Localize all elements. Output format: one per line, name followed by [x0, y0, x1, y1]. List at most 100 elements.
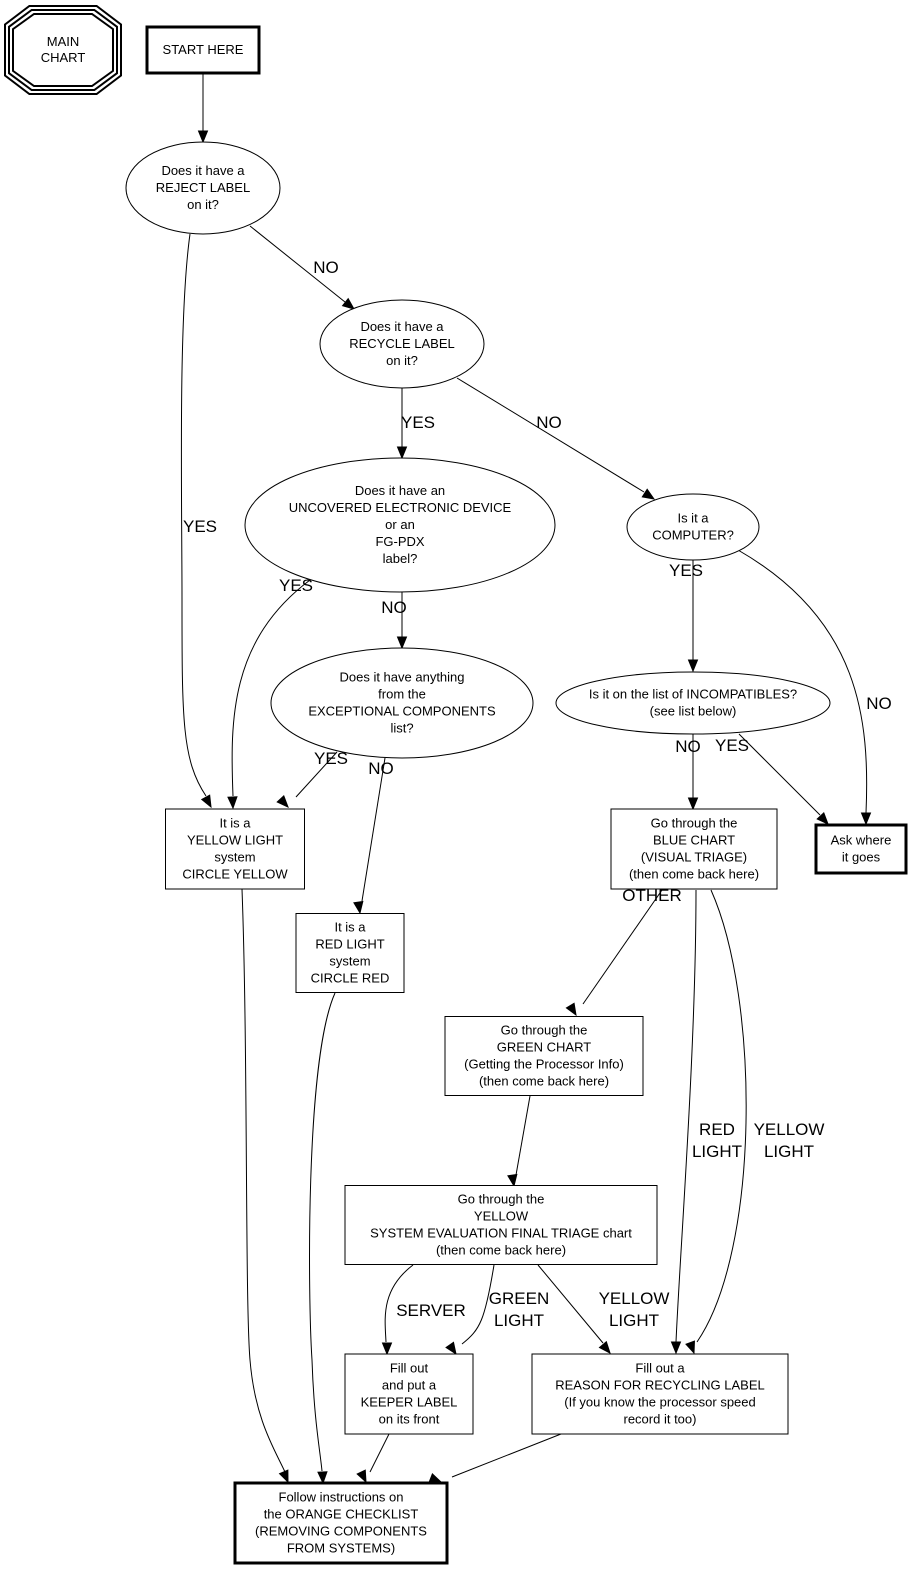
edge-computer-to-incompatibles	[687, 560, 699, 673]
edge-label: NO	[368, 759, 394, 778]
arrowhead-icon	[860, 812, 872, 826]
node-text-line: it goes	[842, 850, 881, 865]
node-text-line: Follow instructions on	[279, 1490, 404, 1505]
node-text-line: Go through the	[458, 1192, 545, 1207]
edge-label-line: RED	[699, 1120, 735, 1139]
edge-label-line: YES	[669, 561, 703, 580]
edge-label-line: NO	[313, 258, 339, 277]
edge-line	[537, 1264, 604, 1344]
node-text-line: Is it on the list of INCOMPATIBLES?	[589, 687, 797, 702]
node-text-line: record it too)	[624, 1412, 697, 1427]
node-text-line: (then come back here)	[479, 1074, 609, 1089]
edge-uncovered-to-exceptional	[396, 592, 408, 650]
node-text-line: list?	[390, 721, 413, 736]
edge-label: OTHER	[622, 886, 682, 905]
node-text-line: Does it have a	[360, 319, 444, 334]
node-text-line: (REMOVING COMPONENTS	[255, 1524, 427, 1539]
arrowhead-icon	[200, 794, 212, 809]
node-text-line: (Getting the Processor Info)	[464, 1057, 624, 1072]
edges-layer	[180, 74, 872, 1485]
edge-line	[369, 1433, 390, 1473]
edge-label: NO	[381, 598, 407, 617]
node-text-line: REJECT LABEL	[156, 180, 250, 195]
arrowhead-icon	[641, 488, 656, 500]
edge-yellow-chart-to-keeper	[381, 1264, 414, 1356]
node-box	[444, 1016, 644, 1096]
arrowhead-icon	[598, 1340, 611, 1355]
arrowhead-icon	[687, 659, 699, 673]
decision-ellipse	[319, 299, 485, 389]
edge-recycle-to-uncovered	[396, 388, 408, 460]
edge-blue-chart-to-green-chart	[565, 889, 663, 1017]
node-text-line: Is it a	[677, 511, 709, 526]
edge-keeper-to-orange	[356, 1433, 390, 1484]
edge-incompatibles-to-blue-chart	[687, 734, 699, 811]
arrowhead-icon	[356, 1469, 367, 1484]
node-box	[233, 1481, 449, 1565]
arrowhead-icon	[507, 1173, 518, 1188]
node-text-line: START HERE	[163, 42, 244, 57]
node-text-line: (then come back here)	[436, 1243, 566, 1258]
edge-label: YES	[279, 576, 313, 595]
edge-label-line: YES	[279, 576, 313, 595]
arrowhead-icon	[353, 900, 364, 915]
node-text-line: CIRCLE YELLOW	[182, 867, 288, 882]
edge-recycle-to-computer	[456, 377, 656, 500]
edge-label: YES	[183, 517, 217, 536]
edge-yellow-light-to-orange	[241, 888, 289, 1484]
node-text-line: CIRCLE RED	[311, 971, 390, 986]
edge-line	[456, 377, 645, 493]
node-incompatibles[interactable]: Is it on the list of INCOMPATIBLES?(see …	[555, 671, 831, 735]
node-text-line: (then come back here)	[629, 867, 759, 882]
edge-label-line: SERVER	[396, 1301, 466, 1320]
node-text-line: (VISUAL TRIAGE)	[641, 850, 747, 865]
edge-start-to-reject	[197, 74, 209, 144]
node-text-line: Fill out a	[635, 1361, 685, 1376]
edge-label: YES	[715, 736, 749, 755]
edge-label-line: YES	[183, 517, 217, 536]
node-text-line: YELLOW LIGHT	[187, 833, 283, 848]
arrowhead-icon	[445, 1341, 457, 1356]
node-text-line: RECYCLE LABEL	[349, 336, 455, 351]
arrowhead-icon	[396, 446, 408, 460]
octagon-border	[8, 9, 118, 91]
node-start[interactable]: START HERE	[145, 25, 261, 75]
edge-line	[451, 1433, 562, 1478]
edge-red-light-to-orange	[309, 992, 336, 1485]
node-box	[344, 1185, 658, 1265]
arrowhead-icon	[317, 1471, 328, 1485]
edge-label: YES	[669, 561, 703, 580]
node-ask[interactable]: Ask where it goes	[814, 823, 908, 875]
node-text-line: Ask where	[831, 833, 892, 848]
node-box	[531, 1353, 789, 1435]
edge-label-line: YES	[401, 413, 435, 432]
node-text-line: system	[329, 954, 370, 969]
edge-blue-chart-to-reason	[670, 889, 697, 1355]
edge-incompatibles-to-ask	[738, 733, 829, 825]
edge-label: YES	[314, 749, 348, 768]
arrowhead-icon	[197, 130, 209, 144]
node-text-line: Does it have anything	[339, 670, 464, 685]
edge-reject-to-recycle	[249, 225, 356, 310]
arrowhead-icon	[278, 1469, 289, 1484]
arrowhead-icon	[670, 1341, 682, 1355]
edge-label: NO	[866, 694, 892, 713]
node-box	[814, 823, 908, 875]
edge-label-line: LIGHT	[609, 1311, 659, 1330]
node-text-line: (If you know the processor speed	[564, 1395, 756, 1410]
